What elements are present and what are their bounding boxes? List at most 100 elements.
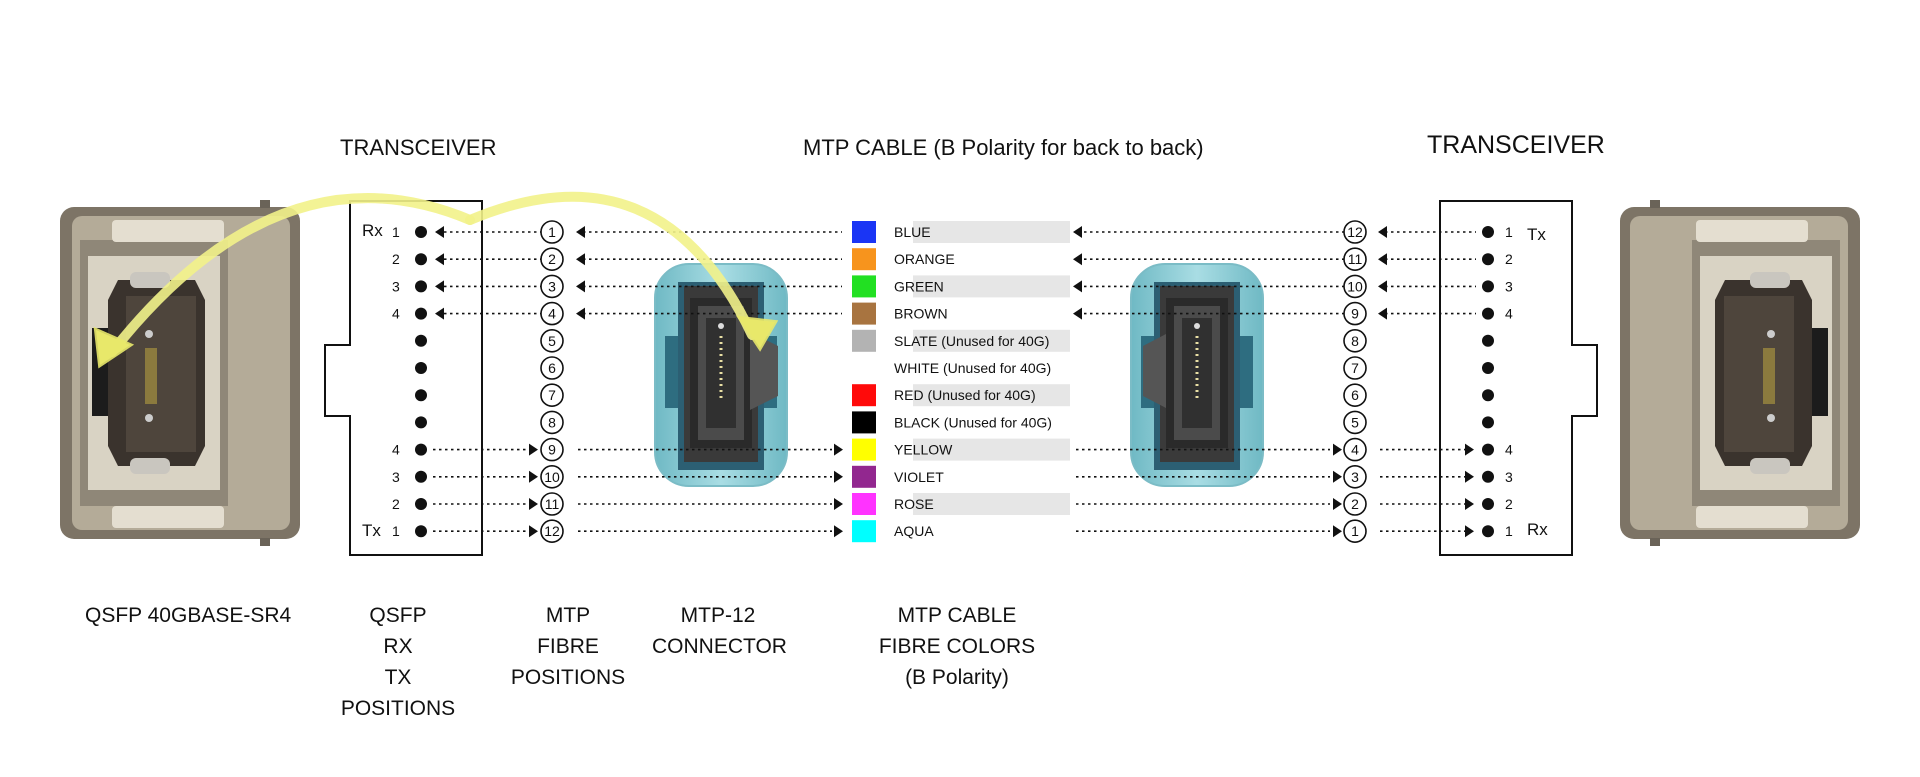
arrowhead bbox=[1073, 307, 1082, 320]
color-swatch bbox=[852, 493, 876, 515]
caption-line: QSFP bbox=[369, 604, 427, 627]
transceiver-to-connector-arrow bbox=[93, 191, 779, 369]
right-fibre-circle bbox=[1343, 437, 1367, 462]
color-label-shade bbox=[913, 438, 1070, 461]
left-position-number: 1 bbox=[392, 523, 400, 539]
qsfp-transceiver-left bbox=[60, 200, 300, 546]
left-position-dot bbox=[415, 443, 427, 456]
arrowhead bbox=[1073, 280, 1082, 293]
right-position-dot bbox=[1482, 280, 1494, 293]
caption-line: (B Polarity) bbox=[905, 666, 1009, 689]
color-label-shades bbox=[913, 221, 1070, 515]
left-fibre-circle bbox=[540, 274, 564, 299]
color-swatch bbox=[852, 275, 876, 298]
color-label: SLATE (Unused for 40G) bbox=[894, 333, 1049, 349]
caption-line: POSITIONS bbox=[510, 666, 626, 689]
left-fibre-circle bbox=[540, 301, 564, 326]
right-position-dot bbox=[1482, 470, 1494, 483]
right-position-dot bbox=[1482, 307, 1494, 320]
color-swatch bbox=[852, 329, 876, 352]
right-fibre-number: 10 bbox=[1347, 278, 1363, 294]
right-fibre-number: 12 bbox=[1347, 224, 1363, 240]
left-fibre-number: 9 bbox=[548, 442, 556, 458]
arrowhead bbox=[435, 253, 444, 266]
left-position-number: 4 bbox=[392, 442, 400, 458]
right-tx-label: Tx bbox=[1527, 225, 1546, 244]
right-rx-label: Rx bbox=[1527, 520, 1548, 539]
left-fibre-number: 8 bbox=[548, 414, 556, 430]
left-position-number: 3 bbox=[392, 278, 400, 294]
caption-mtp-fibre-positions: MTP FIBRE POSITIONS bbox=[505, 600, 631, 693]
arrowhead bbox=[529, 498, 538, 510]
arrowhead bbox=[1378, 307, 1387, 320]
left-position-dot bbox=[415, 362, 427, 374]
arrowhead bbox=[834, 525, 843, 538]
right-position-dot bbox=[1482, 226, 1494, 238]
right-fibre-circle bbox=[1343, 301, 1367, 326]
left-fibre-circle bbox=[540, 437, 564, 462]
right-fibre-number: 7 bbox=[1351, 360, 1359, 376]
left-fibre-circle bbox=[540, 464, 564, 489]
arrowhead bbox=[576, 253, 585, 266]
left-fibre-circle bbox=[540, 247, 564, 272]
arrowhead bbox=[576, 280, 585, 293]
arrowhead bbox=[834, 498, 843, 510]
right-fibre-number: 5 bbox=[1351, 414, 1359, 430]
caption-line: MTP-12 bbox=[680, 604, 756, 627]
left-position-dot bbox=[415, 498, 427, 510]
color-swatch bbox=[852, 221, 876, 243]
color-label: ORANGE bbox=[894, 251, 955, 267]
color-label: BROWN bbox=[894, 306, 948, 322]
right-fibre-number: 9 bbox=[1351, 306, 1359, 322]
header-transceiver-right: TRANSCEIVER bbox=[1427, 131, 1605, 159]
caption-line: TX bbox=[384, 666, 412, 689]
left-position-dot bbox=[415, 226, 427, 238]
right-fibre-circle bbox=[1343, 464, 1367, 489]
left-fibre-circle bbox=[540, 220, 564, 244]
right-position-number: 2 bbox=[1505, 251, 1513, 267]
header-mtp-cable: MTP CABLE (B Polarity for back to back) bbox=[803, 135, 1204, 160]
arrowhead bbox=[834, 443, 843, 456]
left-fibre-number: 6 bbox=[548, 360, 556, 376]
caption-line: CONNECTOR bbox=[652, 635, 787, 658]
left-position-number: 2 bbox=[392, 496, 400, 512]
right-position-number: 3 bbox=[1505, 278, 1513, 294]
arrowhead bbox=[834, 470, 843, 483]
right-fibre-circle bbox=[1343, 410, 1367, 435]
left-position-dot bbox=[415, 525, 427, 538]
color-label-shade bbox=[913, 384, 1070, 407]
color-swatch bbox=[852, 465, 876, 488]
left-fibre-number: 7 bbox=[548, 387, 556, 403]
caption-line: MTP CABLE bbox=[897, 604, 1017, 627]
right-fibre-number: 6 bbox=[1351, 387, 1359, 403]
right-position-dot bbox=[1482, 416, 1494, 429]
right-fibre-circle bbox=[1343, 247, 1367, 272]
fibre-dashed-lines bbox=[433, 226, 1476, 538]
right-position-dot bbox=[1482, 525, 1494, 538]
caption-mtp12-connector: MTP-12 CONNECTOR bbox=[652, 600, 787, 662]
left-position-dot bbox=[415, 307, 427, 320]
arrowhead bbox=[1378, 280, 1387, 293]
right-fibre-number: 1 bbox=[1351, 523, 1359, 539]
left-position-dot bbox=[415, 253, 427, 266]
color-swatch bbox=[852, 438, 876, 461]
right-fibre-circle bbox=[1343, 519, 1367, 544]
caption-cable-fibre-colors: MTP CABLE FIBRE COLORS (B Polarity) bbox=[877, 600, 1037, 693]
arrowhead bbox=[1378, 253, 1387, 266]
arrowhead bbox=[529, 525, 538, 538]
color-label: WHITE (Unused for 40G) bbox=[894, 360, 1051, 376]
qsfp-transceiver-right bbox=[1620, 200, 1860, 546]
right-position-number: 1 bbox=[1505, 523, 1513, 539]
color-label: AQUA bbox=[894, 523, 934, 539]
right-position-number: 2 bbox=[1505, 496, 1513, 512]
left-position-number: 4 bbox=[392, 306, 400, 322]
color-label: RED (Unused for 40G) bbox=[894, 387, 1036, 403]
right-fibre-number: 3 bbox=[1351, 469, 1359, 485]
left-tx-label: Tx bbox=[362, 521, 381, 540]
right-position-dot bbox=[1482, 362, 1494, 374]
caption-line: POSITIONS bbox=[340, 697, 456, 720]
right-fibre-circle bbox=[1343, 492, 1367, 516]
